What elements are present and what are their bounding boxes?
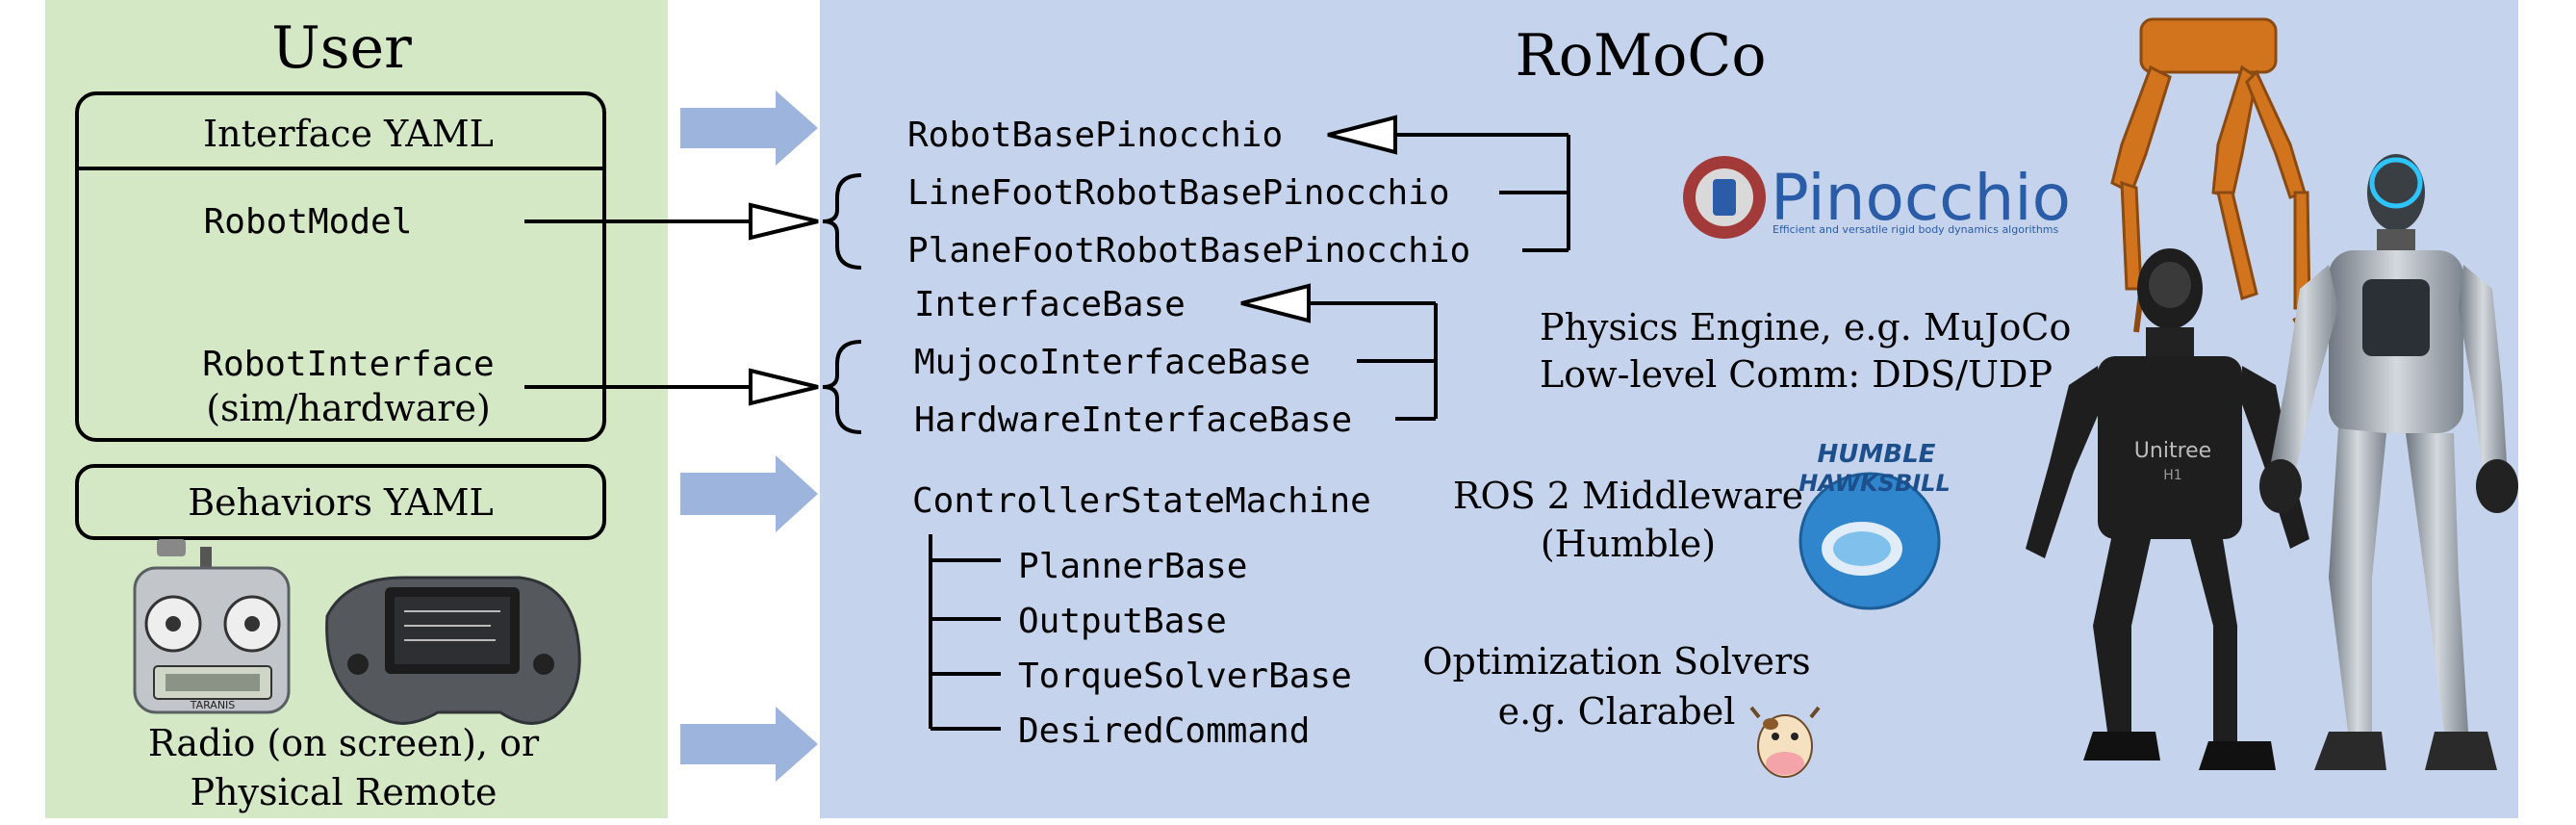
ros-middleware-line2: (Humble) (1541, 523, 1716, 565)
unitree-h1-robot-illustration: Unitree H1 (2026, 248, 2309, 770)
torque-solver-base: TorqueSolverBase (1018, 657, 1352, 696)
h1-brand-label: Unitree (2134, 439, 2211, 463)
robot-base-pinocchio: RobotBasePinocchio (907, 116, 1283, 155)
behaviors-yaml-label: Behaviors YAML (188, 481, 494, 524)
robot-interface-connector (524, 340, 862, 434)
interface-yaml-label: Interface YAML (203, 113, 494, 155)
physics-engine-line2: Low-level Comm: DDS/UDP (1540, 353, 2053, 396)
behaviors-yaml-box: Behaviors YAML (75, 464, 606, 540)
robot-interface-label: RobotInterface (202, 345, 494, 384)
bipedal-robot-illustration (2110, 17, 2317, 358)
controller-state-machine: ControllerStateMachine (912, 481, 1371, 521)
flow-arrow-interface (680, 90, 818, 166)
clarabel-cow-icon (1749, 706, 1821, 778)
remote-caption-line2: Physical Remote (190, 771, 497, 813)
interface-base: InterfaceBase (914, 285, 1186, 324)
pinocchio-tagline: Efficient and versatile rigid body dynam… (1773, 223, 2059, 236)
remote-caption-line1: Radio (on screen), or (148, 722, 540, 764)
inheritance-arrowhead (1240, 283, 1311, 323)
optimization-line2: e.g. Clarabel (1498, 690, 1736, 733)
user-title: User (271, 14, 412, 82)
state-machine-tree: ControllerStateMachine PlannerBase Outpu… (912, 481, 1371, 751)
desired-command: DesiredCommand (1018, 711, 1310, 751)
line-foot-robot-base: LineFootRobotBasePinocchio (907, 173, 1450, 213)
robot-interface-sub-label: (sim/hardware) (206, 387, 491, 429)
silver-humanoid-robot-illustration (2259, 154, 2518, 770)
pinocchio-wordmark: Pinocchio (1771, 161, 2071, 235)
optimization-line1: Optimization Solvers (1422, 640, 1810, 683)
robot-model-connector (524, 173, 862, 270)
flow-arrow-remote (680, 707, 818, 782)
radio-transmitter-icon: TARANIS (133, 539, 291, 714)
romoco-title: RoMoCo (1516, 22, 1767, 90)
robot-model-label: RobotModel (204, 202, 413, 242)
ros-humble-logo: HUMBLE HAWKSBILL (1798, 440, 1951, 610)
interface-hierarchy: InterfaceBase MujocoInterfaceBase Hardwa… (914, 283, 1438, 440)
pinocchio-logo: Pinocchio Efficient and versatile rigid … (1683, 156, 2071, 239)
ros-logo-line1: HUMBLE (1818, 440, 1936, 469)
mujoco-interface-base: MujocoInterfaceBase (914, 343, 1311, 382)
plane-foot-robot-base: PlaneFootRobotBasePinocchio (907, 231, 1470, 271)
handheld-remote-icon (325, 576, 581, 725)
interface-yaml-box: Interface YAML RobotModel RobotInterface… (75, 91, 606, 442)
radio-brand-label: TARANIS (190, 699, 236, 711)
robot-base-hierarchy: RobotBasePinocchio LineFootRobotBasePino… (907, 115, 1570, 271)
hardware-interface-base: HardwareInterfaceBase (914, 400, 1352, 440)
ros-logo-line2: HAWKSBILL (1798, 470, 1951, 497)
physics-engine-line1: Physics Engine, e.g. MuJoCo (1540, 306, 2071, 348)
ros-middleware-line1: ROS 2 Middleware (1453, 475, 1803, 517)
flow-arrow-behaviors (680, 455, 818, 532)
output-base: OutputBase (1018, 602, 1227, 641)
planner-base: PlannerBase (1018, 547, 1247, 586)
inheritance-arrowhead (1327, 115, 1397, 155)
h1-model-label: H1 (2163, 468, 2181, 483)
